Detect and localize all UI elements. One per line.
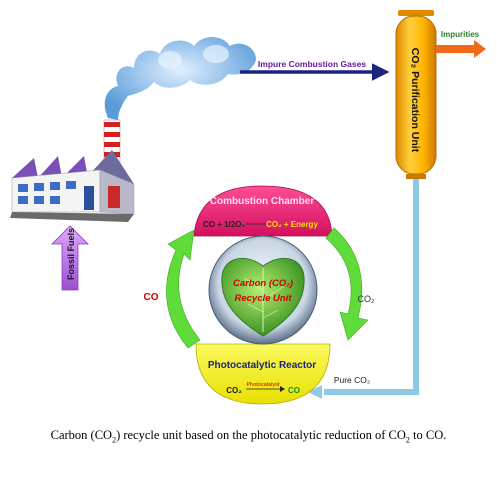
figure-caption: Carbon (CO2) recycle unit based on the p… bbox=[50, 428, 447, 445]
impure-gases-arrow: Impure Combustion Gases bbox=[240, 59, 390, 81]
combustion-eq-right: CO₂ + Energy bbox=[266, 220, 318, 229]
impure-gases-label: Impure Combustion Gases bbox=[258, 59, 366, 69]
combustion-chamber: Combustion Chamber CO + 1/2O₂ CO₂ + Ener… bbox=[193, 185, 333, 237]
recycle-unit-sphere: Carbon (CO₂) Recycle Unit bbox=[208, 235, 318, 345]
photo-eq-left: CO₂ bbox=[226, 386, 242, 395]
smoke-cloud bbox=[104, 37, 256, 120]
impurities-arrow: Impurities bbox=[436, 30, 486, 58]
arrow-co-to-combustion bbox=[166, 229, 201, 349]
photocatalytic-reactor: Photocatalytic Reactor CO₂ Photocatalyst… bbox=[195, 343, 331, 405]
factory-building bbox=[10, 150, 135, 222]
recycle-unit-line1: Carbon (CO₂) bbox=[233, 278, 293, 289]
purification-unit-label: CO₂ Purification Unit bbox=[409, 48, 421, 153]
purification-unit: CO₂ Purification Unit bbox=[395, 10, 437, 179]
arrow-combustion-to-co2 bbox=[325, 227, 369, 341]
fossil-fuels-arrow: Fossil Fuels bbox=[51, 225, 89, 291]
recycle-unit-line2: Recycle Unit bbox=[234, 293, 292, 304]
co2-label: CO₂ bbox=[358, 294, 376, 304]
combustion-chamber-label: Combustion Chamber bbox=[210, 196, 315, 207]
co-label: CO bbox=[144, 292, 159, 303]
pure-co2-label: Pure CO₂ bbox=[334, 375, 370, 385]
fossil-fuels-label: Fossil Fuels bbox=[66, 228, 76, 280]
pure-co2-pipe: Pure CO₂ bbox=[308, 179, 419, 399]
impurities-label: Impurities bbox=[441, 30, 480, 39]
photo-eq-catalyst: Photocatalyst bbox=[246, 382, 279, 388]
photo-eq-right: CO bbox=[288, 386, 300, 395]
combustion-eq-left: CO + 1/2O₂ bbox=[203, 220, 245, 229]
green-cycle-arrows: CO CO₂ bbox=[144, 227, 376, 349]
photocatalytic-reactor-label: Photocatalytic Reactor bbox=[208, 360, 316, 371]
